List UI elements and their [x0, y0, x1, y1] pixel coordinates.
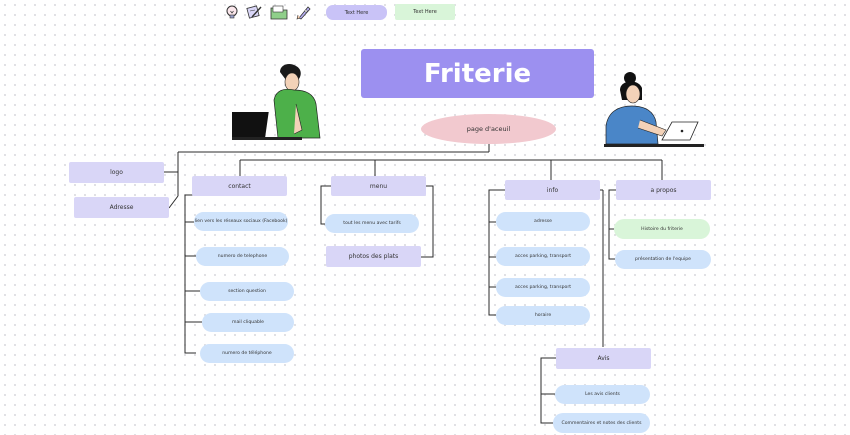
apropos-item: Histoire du friterie	[614, 219, 710, 239]
root-node-page-accueil: page d'aceuil	[421, 114, 556, 144]
contact-item: lien vers les réseaux sociaux (Facebook)	[194, 212, 288, 231]
lightbulb-icon[interactable]	[224, 4, 240, 20]
node-a-propos: a propos	[616, 180, 711, 200]
contact-item: section question	[200, 282, 294, 301]
toolbar-text-button-purple[interactable]: Text Here	[326, 5, 387, 20]
contact-item: numero de telephone	[196, 247, 289, 266]
diagram-title: Friterie	[361, 49, 594, 98]
node-logo: logo	[69, 162, 164, 183]
info-item: acces parking, transport	[496, 247, 590, 266]
woman-with-laptop-illustration	[600, 68, 708, 150]
node-info: info	[505, 180, 600, 200]
folder-icon[interactable]	[270, 5, 288, 20]
rocket-icon[interactable]	[295, 4, 313, 21]
info-item: horaire	[496, 306, 590, 325]
pencil-icon[interactable]	[246, 4, 264, 20]
node-avis: Avis	[556, 348, 651, 369]
apropos-item: présentation de l'equipe	[615, 250, 711, 269]
contact-item: mail cliquable	[202, 313, 294, 332]
avis-item: Commentaires et notes des clients	[553, 413, 650, 433]
info-item: adresse	[496, 212, 590, 231]
info-item: acces parking, transport	[496, 278, 590, 297]
toolbar-text-button-green[interactable]: Text Here	[395, 4, 455, 20]
man-with-laptop-illustration	[227, 60, 332, 144]
avis-item: Les avis clients	[555, 385, 650, 404]
node-menu: menu	[331, 176, 426, 196]
menu-item: tout les menu avec tarifs	[325, 214, 419, 233]
contact-item: numero de téléphone	[200, 344, 294, 363]
node-photos-des-plats: photos des plats	[326, 246, 421, 267]
node-adresse: Adresse	[74, 197, 169, 218]
node-contact: contact	[192, 176, 287, 196]
